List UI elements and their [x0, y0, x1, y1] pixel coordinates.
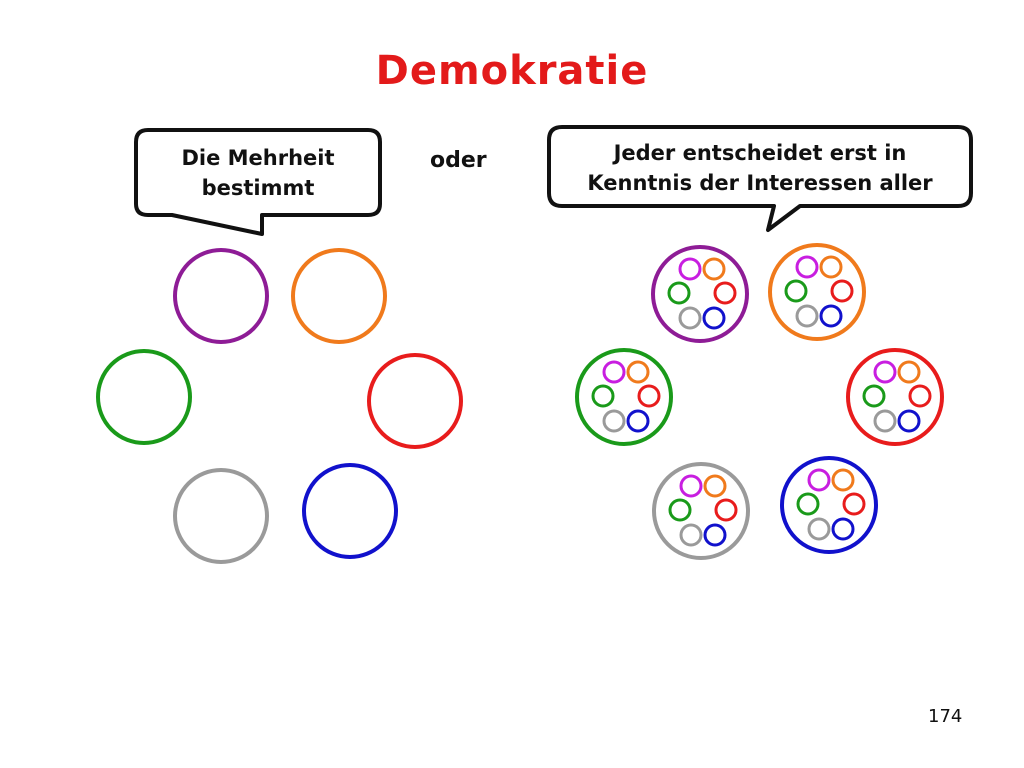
mini-circle-blue — [702, 306, 726, 330]
mini-circle-gray — [873, 409, 897, 433]
mini-circle-blue — [703, 523, 727, 547]
speech-bubble-informed — [547, 125, 973, 232]
mini-circle-green — [667, 281, 691, 305]
mini-circle-purple — [807, 468, 831, 492]
page-title: Demokratie — [375, 48, 649, 94]
mini-circle-gray — [678, 306, 702, 330]
mini-circle-red — [842, 492, 866, 516]
right-bubble-line-2: Kenntnis der Interessen aller — [587, 171, 933, 195]
mini-circle-orange — [702, 257, 726, 281]
circle-blue — [302, 463, 398, 559]
speech-bubble-majority — [134, 128, 382, 236]
mini-circle-gray — [679, 523, 703, 547]
left-bubble-line-1: Die Mehrheit — [181, 146, 335, 170]
mini-circle-orange — [703, 474, 727, 498]
mini-circle-blue — [819, 304, 843, 328]
mini-circle-orange — [831, 468, 855, 492]
mini-circle-purple — [795, 255, 819, 279]
mini-circle-green — [796, 492, 820, 516]
right-bubble-text: Jeder entscheidet erst in Kenntnis der I… — [549, 138, 971, 198]
mini-circle-blue — [626, 409, 650, 433]
group-circle-gray — [652, 462, 750, 560]
left-bubble-line-2: bestimmt — [201, 176, 315, 200]
mini-circle-purple — [679, 474, 703, 498]
right-bubble-line-1: Jeder entscheidet erst in — [613, 141, 907, 165]
group-circle-green — [575, 348, 673, 446]
mini-circle-red — [637, 384, 661, 408]
group-circle-red — [846, 348, 944, 446]
mini-circle-orange — [897, 360, 921, 384]
mini-circle-orange — [819, 255, 843, 279]
left-circle-group — [96, 248, 463, 564]
group-circle-orange — [768, 243, 866, 341]
mini-circle-gray — [807, 517, 831, 541]
mini-circle-red — [713, 281, 737, 305]
group-circle-purple — [651, 245, 749, 343]
mini-circle-purple — [678, 257, 702, 281]
circle-green — [96, 349, 192, 445]
mini-circle-red — [714, 498, 738, 522]
mini-circle-blue — [831, 517, 855, 541]
mini-circle-orange — [626, 360, 650, 384]
mini-circle-blue — [897, 409, 921, 433]
circle-purple — [173, 248, 269, 344]
right-circle-group — [575, 243, 944, 560]
mini-circle-purple — [873, 360, 897, 384]
mini-circle-gray — [795, 304, 819, 328]
mini-circle-green — [862, 384, 886, 408]
left-bubble-text: Die Mehrheit bestimmt — [136, 143, 380, 203]
mini-circle-green — [784, 279, 808, 303]
group-circle-blue — [780, 456, 878, 554]
mini-circle-purple — [602, 360, 626, 384]
circle-gray — [173, 468, 269, 564]
mini-circle-green — [591, 384, 615, 408]
mini-circle-gray — [602, 409, 626, 433]
page-number: 174 — [928, 706, 963, 727]
mini-circle-red — [908, 384, 932, 408]
circle-red — [367, 353, 463, 449]
connector-text: oder — [430, 148, 487, 173]
mini-circle-green — [668, 498, 692, 522]
circle-orange — [291, 248, 387, 344]
mini-circle-red — [830, 279, 854, 303]
